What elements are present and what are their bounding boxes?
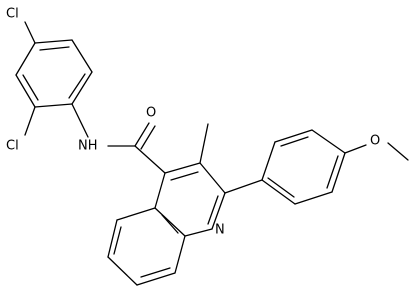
atom-label-ether-o: O [370,134,380,149]
quinoline-pyridine-ring [154,162,226,237]
atom-label-nh: NH [78,139,98,154]
atom-label-carbonyl-o: O [146,106,156,121]
atom-label-ring-n: N [215,223,225,238]
bond-cl-bottom [24,106,36,136]
methoxyphenyl-ring [261,129,346,205]
bond-carbonyl-o-1 [134,122,150,147]
svg-text:NH: NH [78,139,98,154]
svg-text:Cl: Cl [6,7,19,22]
bond-cl-top [24,21,36,44]
quinoline-benzo-ring [107,207,186,286]
bond-quinoline-aryl [224,179,263,194]
svg-text:N: N [215,223,225,238]
bond-o-methyl [387,142,409,161]
atom-label-cl-bottom: Cl [6,139,19,154]
svg-text:O: O [370,134,380,149]
bond-ring-nh [71,103,89,138]
bond-carbonyl-quinoline [134,145,166,174]
atom-label-cl-top: Cl [6,7,19,22]
bond-methyl [199,123,209,164]
bond-aryl-o [344,144,367,154]
svg-text:Cl: Cl [6,139,19,154]
dichlorophenyl-ring [15,39,93,108]
bond-carbonyl-o-2 [140,125,156,150]
svg-text:O: O [146,106,156,121]
